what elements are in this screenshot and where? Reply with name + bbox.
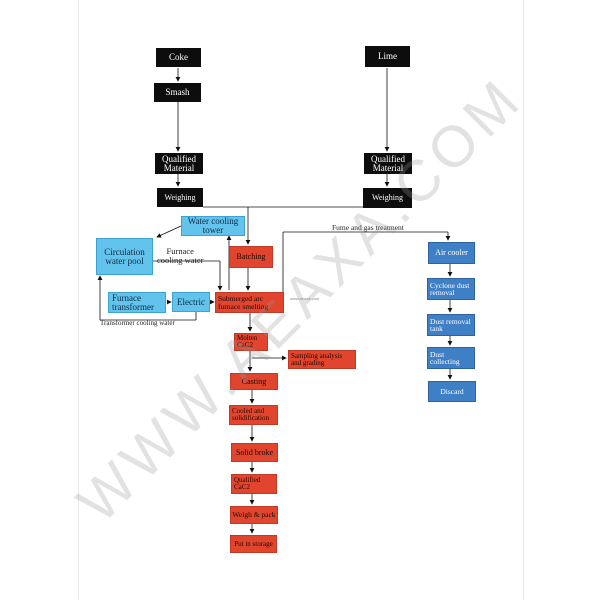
electric-label: Electric: [177, 296, 205, 307]
cyclone-dust-removal-label: Cyclone dust removal: [430, 280, 470, 297]
furnace-transformer-box: Furnace transformer: [108, 292, 166, 313]
weigh-pack-label: Weigh & pack: [232, 510, 276, 520]
put-in-storage-label: Put in storage: [234, 539, 273, 548]
coke-box: Coke: [156, 48, 201, 67]
submerged-arc-furnace-box: Submerged arc furnace smelting: [215, 292, 284, 313]
fume-gas-treatment-label: Fume and gas treatment: [332, 223, 404, 232]
transformer-cooling-water-label: Transformer cooling water: [100, 319, 175, 327]
weighing-left-box: Weighing: [157, 188, 203, 207]
sampling-analysis-label: Sampling analysis and grading: [291, 351, 343, 367]
electric-box: Electric: [172, 292, 210, 312]
qualified-cac2-label: Qualified CaC2: [234, 476, 261, 491]
molten-cac2-label: Molten CaC2: [237, 334, 258, 349]
coke-label: Coke: [169, 52, 188, 62]
batching-box: Batching: [229, 246, 273, 268]
solid-broke-label: Solid broke: [235, 447, 274, 457]
batching-label: Batching: [236, 252, 266, 261]
qualified-material-left-box: Qualified Material: [155, 153, 203, 174]
weigh-pack-box: Weigh & pack: [230, 506, 278, 524]
molten-cac2-box: Molten CaC2: [234, 333, 268, 351]
weighing-right-box: Weighing: [363, 188, 412, 208]
cyclone-dust-removal-box: Cyclone dust removal: [427, 278, 475, 300]
water-cooling-tower-box: Water cooling tower: [181, 216, 245, 236]
qualified-material-right-box: Qualified Material: [364, 153, 412, 174]
small-watermark: www.aeaxa.com: [290, 296, 320, 301]
smash-label: Smash: [165, 87, 190, 97]
dust-collecting-label: Dust collecting: [430, 349, 460, 366]
discard-label: Discard: [440, 386, 464, 396]
furnace-transformer-label: Furnace transformer: [112, 292, 154, 312]
weighing-left-label: Weighing: [164, 192, 196, 202]
sampling-analysis-box: Sampling analysis and grading: [288, 350, 356, 369]
circulation-water-pool-label: Circulation water pool: [104, 246, 145, 266]
cooled-solidification-label: Cooled and solidification: [232, 407, 269, 422]
discard-box: Discard: [428, 381, 476, 402]
casting-label: Casting: [241, 376, 267, 386]
circulation-water-pool-box: Circulation water pool: [96, 238, 153, 275]
casting-box: Casting: [230, 373, 278, 390]
weighing-right-label: Weighing: [372, 193, 403, 202]
dust-removal-tank-box: Dust removal tank: [427, 314, 475, 336]
smash-box: Smash: [154, 83, 201, 102]
qualified-cac2-box: Qualified CaC2: [231, 474, 277, 494]
qualified-material-left-label: Qualified Material: [162, 153, 196, 173]
dust-collecting-box: Dust collecting: [427, 347, 475, 369]
furnace-cooling-water-label: Furnace cooling water: [157, 246, 204, 265]
qualified-material-right-label: Qualified Material: [371, 153, 405, 173]
water-cooling-tower-label: Water cooling tower: [187, 216, 239, 235]
put-in-storage-box: Put in storage: [230, 535, 277, 553]
lime-label: Lime: [378, 51, 397, 61]
submerged-arc-furnace-label: Submerged arc furnace smelting: [218, 294, 269, 311]
air-cooler-label: Air cooler: [435, 248, 468, 257]
dust-removal-tank-label: Dust removal tank: [430, 316, 471, 333]
lime-box: Lime: [365, 46, 410, 67]
solid-broke-box: Solid broke: [231, 443, 278, 462]
cooled-solidification-box: Cooled and solidification: [229, 405, 278, 425]
air-cooler-box: Air cooler: [428, 242, 475, 264]
